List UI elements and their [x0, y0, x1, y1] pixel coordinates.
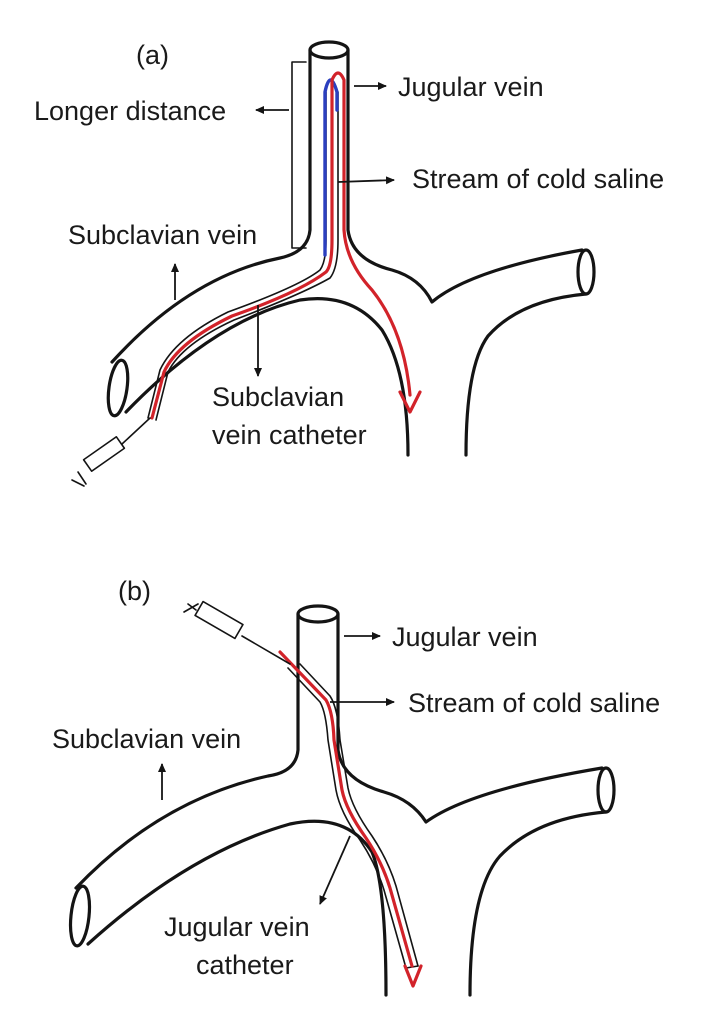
longer-distance-bracket: [291, 61, 307, 249]
jugular-vein-opening: [308, 40, 350, 60]
innominate-lower-wall: [464, 292, 588, 457]
label-catheter-a-line2: vein catheter: [212, 420, 367, 450]
innominate-upper-wall-b: [336, 612, 604, 824]
label-subclavian-vein-b: Subclavian vein: [52, 724, 241, 754]
innominate-upper-wall: [346, 48, 584, 304]
catheter-arrow-b: [319, 835, 351, 905]
subclavian-upper-wall-b: [74, 612, 300, 890]
label-catheter-b-line1: Jugular vein: [164, 912, 310, 942]
right-vein-opening: [576, 248, 596, 296]
subclavian-upper-wall: [110, 48, 312, 364]
label-catheter-a-line1: Subclavian: [212, 382, 344, 412]
label-jugular-vein-b: Jugular vein: [392, 622, 538, 652]
panel-b-tag: (b): [118, 576, 151, 606]
label-stream-cold-saline-a: Stream of cold saline: [412, 164, 664, 194]
subclavian-vein-opening: [106, 358, 130, 418]
jugular-vein-opening-b: [296, 604, 340, 624]
subclavian-vein-opening-b: [68, 884, 92, 948]
subclavian-lower-wall-b: [86, 819, 388, 997]
syringe-a: [71, 417, 151, 487]
right-vein-opening-b: [596, 766, 616, 814]
label-subclavian-vein-a: Subclavian vein: [68, 220, 257, 250]
label-jugular-vein-a: Jugular vein: [398, 72, 544, 102]
panel-a: (a): [34, 40, 664, 487]
vein-outline-a: [106, 40, 596, 457]
panel-a-tag: (a): [136, 40, 169, 70]
panel-b: (b): [52, 576, 660, 997]
label-catheter-b-line2: catheter: [196, 950, 294, 980]
saline-stream-a: [150, 71, 422, 420]
innominate-lower-wall-b: [468, 810, 608, 997]
subclavian-lower-wall: [124, 297, 410, 457]
label-stream-cold-saline-b: Stream of cold saline: [408, 688, 660, 718]
syringe-b: [183, 600, 291, 665]
saline-arrow-a: [337, 176, 395, 185]
saline-stream-b: [278, 650, 423, 988]
label-longer-distance: Longer distance: [34, 96, 226, 126]
vein-outline-b: [68, 604, 616, 997]
